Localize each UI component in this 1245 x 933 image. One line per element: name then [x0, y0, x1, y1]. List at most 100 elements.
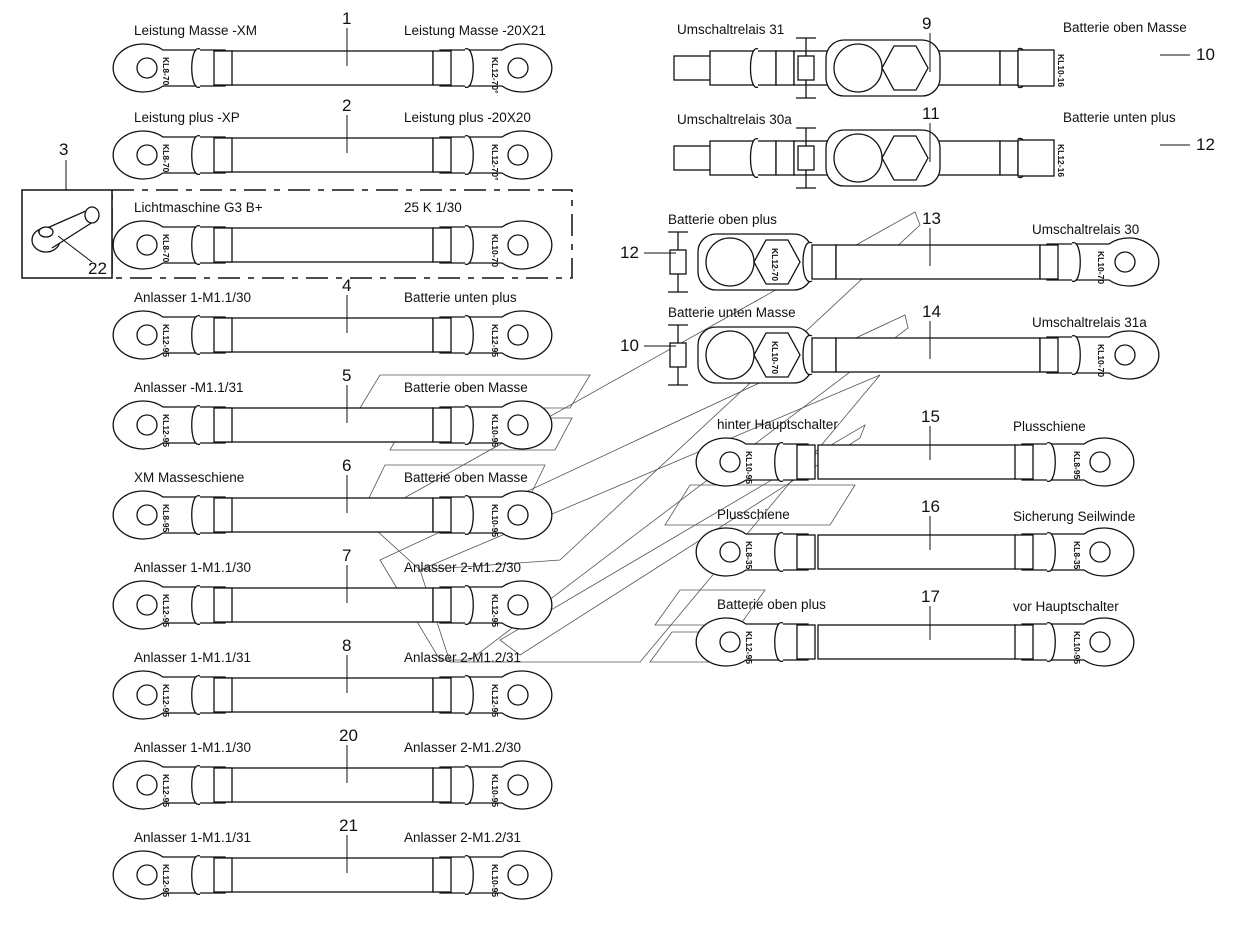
terminal-code-right: KL12-70°: [490, 144, 500, 181]
cable-left-label: Anlasser -M1.1/31: [134, 380, 244, 395]
detail-cap-box: 3 22: [21, 140, 113, 279]
cable-number: 17: [921, 587, 940, 606]
terminal-code-left: KL10-70: [770, 341, 780, 374]
cable-right-label: Umschaltrelais 31a: [1032, 315, 1147, 330]
cable-left-label: Leistung plus -XP: [134, 110, 240, 125]
clamp-number: 12: [620, 243, 639, 262]
cable-number: 11: [922, 104, 940, 123]
ring-terminal-left: [112, 310, 233, 360]
cable-left-label: Batterie unten Masse: [668, 305, 796, 320]
detail-number: 3: [59, 140, 68, 159]
terminal-code-right: KL10-95: [490, 774, 500, 807]
terminal-cap-icon: [31, 206, 100, 253]
terminal-code-right: KL12-95: [490, 594, 500, 627]
cable-right-label: Anlasser 2-M1.2/30: [404, 740, 521, 755]
terminal-code-right: KL10-95: [490, 864, 500, 897]
ring-terminal-left: [112, 490, 233, 540]
ring-terminal-left: [112, 850, 233, 900]
terminal-code-right: KL10-95: [1072, 631, 1082, 664]
cable-number: 5: [342, 366, 351, 385]
battery-clamp: [667, 324, 813, 386]
cable-left-label: Lichtmaschine G3 B+: [134, 200, 263, 215]
cable-right-label: Leistung plus -20X20: [404, 110, 531, 125]
terminal-code-right: KL10-70: [490, 234, 500, 267]
detail-sub-number: 22: [88, 259, 107, 278]
cable-right-label: Sicherung Seilwinde: [1013, 509, 1135, 524]
lichtmaschine-dashed-frame: [111, 189, 573, 279]
terminal-code-left: KL12-70: [770, 248, 780, 281]
terminal-code-right: KL12-70°: [490, 57, 500, 94]
cable-left-label: Anlasser 1-M1.1/30: [134, 290, 251, 305]
cable-number: 20: [339, 726, 358, 745]
terminal-code-left: KL12-95: [161, 414, 171, 447]
cable-right-label: Batterie unten plus: [1063, 110, 1176, 125]
clamp-number: 12: [1196, 135, 1215, 154]
terminal-code-right: KL12-95: [490, 324, 500, 357]
ring-terminal-left: [112, 220, 233, 270]
ring-terminal-left: [695, 527, 816, 577]
ring-terminal-left: [695, 437, 816, 487]
terminal-code: KL12-16: [1056, 144, 1066, 177]
terminal-code-right: KL10-70: [1096, 251, 1106, 284]
cable-number: 9: [922, 14, 931, 33]
cable-right-label: Batterie unten plus: [404, 290, 517, 305]
cable-number: 16: [921, 497, 940, 516]
cable-left-label: Plusschiene: [717, 507, 790, 522]
ring-terminal-left: [112, 760, 233, 810]
ring-terminal-left: [695, 617, 816, 667]
terminal-code-left: KL8-70: [161, 234, 171, 263]
cable-right-label: 25 K 1/30: [404, 200, 462, 215]
terminal-code-left: KL10-95: [744, 451, 754, 484]
cable-left-label: XM Masseschiene: [134, 470, 244, 485]
cable-right-label: vor Hauptschalter: [1013, 599, 1119, 614]
terminal-code-left: KL12-95: [161, 594, 171, 627]
cable-number: 1: [342, 9, 351, 28]
cable-left-label: Batterie oben plus: [668, 212, 777, 227]
cable-left-label: Leistung Masse -XM: [134, 23, 257, 38]
cable-number: 21: [339, 816, 358, 835]
cable-left-label: Anlasser 1-M1.1/30: [134, 740, 251, 755]
ring-terminal-left: [112, 130, 233, 180]
cable-right-label: Batterie oben Masse: [1063, 20, 1187, 35]
plug-sleeve: [673, 145, 715, 171]
cable-number: 14: [922, 302, 941, 321]
cable-left-label: Anlasser 1-M1.1/31: [134, 830, 251, 845]
terminal-code-right: KL8-95: [1072, 451, 1082, 480]
clamp-number: 10: [620, 336, 639, 355]
terminal-code-right: KL12-95: [490, 684, 500, 717]
cable-number: 8: [342, 636, 351, 655]
cable-number: 15: [921, 407, 940, 426]
cable-left-label: hinter Hauptschalter: [717, 417, 838, 432]
cable-number: 4: [342, 276, 351, 295]
cable-left-label: Anlasser 1-M1.1/31: [134, 650, 251, 665]
cable-number: 2: [342, 96, 351, 115]
battery-clamp: [667, 231, 813, 293]
terminal-code-left: KL8-70: [161, 144, 171, 173]
cable-left-label: Umschaltrelais 30a: [677, 112, 792, 127]
cable-2: KL8-70 KL12-70° Leistung plus -XP Leistung …: [112, 96, 553, 181]
clamp-number: 10: [1196, 45, 1215, 64]
ring-terminal-left: [112, 400, 233, 450]
cable-right-label: Leistung Masse -20X21: [404, 23, 546, 38]
cable-g3: KL8-70 KL10-70 Lichtmaschine G3 B+ 25 K 1/3…: [112, 200, 553, 270]
terminal-code-left: KL12-95: [161, 864, 171, 897]
plug-sleeve: [673, 55, 715, 81]
terminal-code-left: KL12-95: [161, 684, 171, 717]
terminal-code-left: KL12-95: [161, 324, 171, 357]
ring-terminal-left: [112, 43, 233, 93]
cable-11: KL12-16 Umschaltrelais 30a Batterie unten …: [673, 104, 1215, 189]
ring-terminal-left: [112, 670, 233, 720]
